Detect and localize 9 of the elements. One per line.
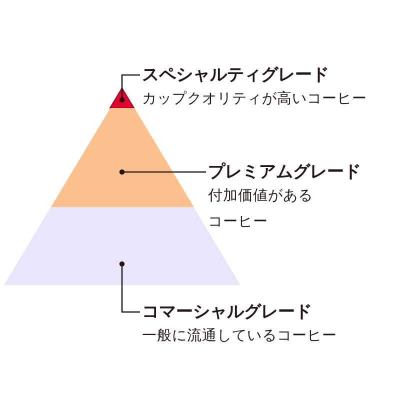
grade-description: 一般に流通しているコーヒー	[142, 326, 338, 346]
leader-line	[119, 169, 206, 175]
leader-line	[119, 74, 140, 103]
grade-heading: コマーシャルグレード	[142, 301, 313, 323]
grade-heading: プレミアムグレード	[208, 161, 362, 183]
grade-description: カップクオリティが高いコーヒー	[142, 90, 368, 109]
grade-heading: スペシャルティグレード	[142, 64, 330, 86]
leader-line	[119, 261, 140, 313]
grade-description: 付加価値があるコーヒー	[208, 187, 314, 232]
